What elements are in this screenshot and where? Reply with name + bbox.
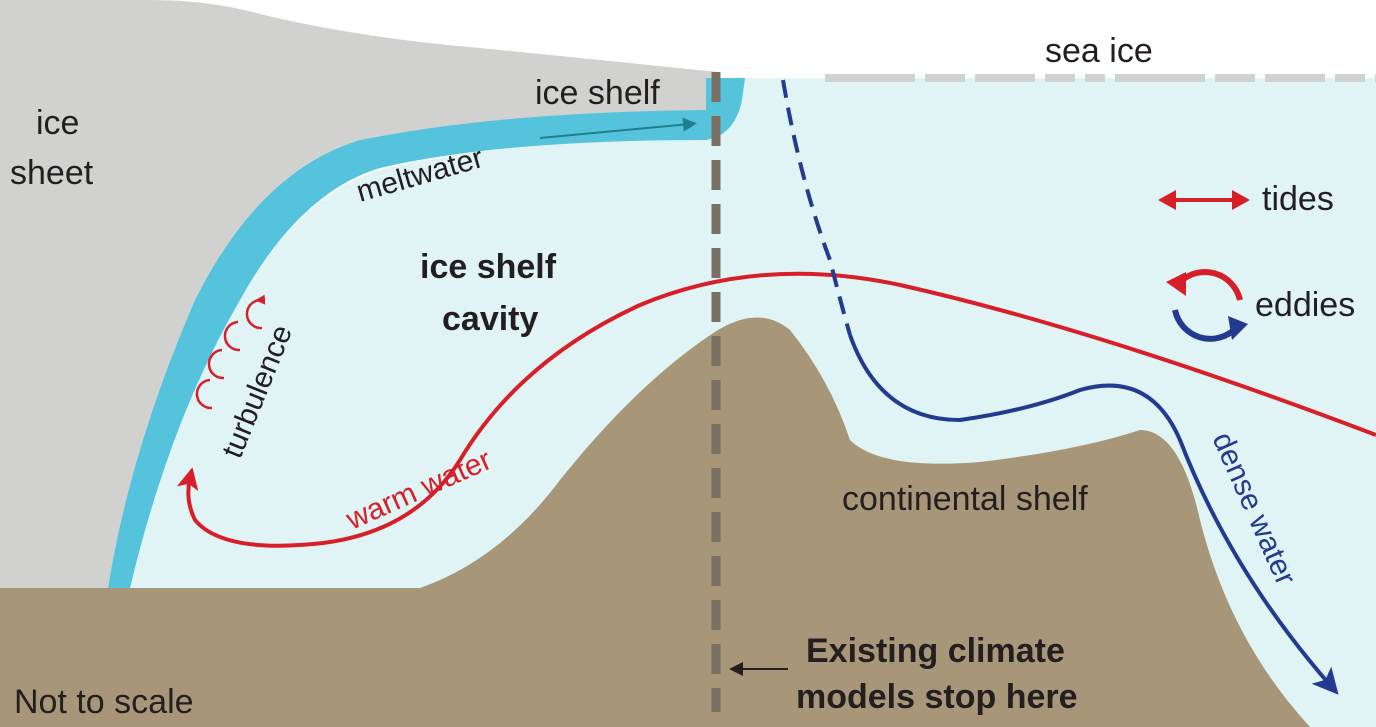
turbulence-curl-icons bbox=[195, 294, 266, 410]
cavity-label-2: cavity bbox=[442, 300, 538, 338]
ice-sheet-label-1: ice bbox=[36, 104, 79, 142]
meltwater-arrow-icon bbox=[539, 117, 697, 139]
warm-water-path bbox=[176, 271, 1376, 548]
models-stop-label-2: models stop here bbox=[796, 678, 1078, 716]
meltwater-layer bbox=[108, 78, 745, 588]
eddies-label: eddies bbox=[1255, 286, 1355, 324]
eddies-icon bbox=[1166, 269, 1248, 342]
dense-water-path-dashed bbox=[781, 79, 852, 336]
not-to-scale-label: Not to scale bbox=[14, 683, 194, 721]
sea-ice-label: sea ice bbox=[1045, 32, 1153, 70]
ice-shelf-cavity-area bbox=[128, 82, 718, 588]
ice-sheet-label-2: sheet bbox=[10, 154, 94, 192]
ice-sheet bbox=[0, 0, 718, 588]
tides-label: tides bbox=[1262, 180, 1334, 218]
continental-shelf-label: continental shelf bbox=[842, 480, 1088, 518]
ice-shelf-label: ice shelf bbox=[535, 74, 660, 112]
bedrock bbox=[0, 317, 1310, 727]
models-stop-label-1: Existing climate bbox=[806, 632, 1065, 670]
cavity-label-1: ice shelf bbox=[420, 248, 557, 286]
tides-icon bbox=[1158, 190, 1250, 210]
dense-water-path bbox=[848, 334, 1339, 695]
